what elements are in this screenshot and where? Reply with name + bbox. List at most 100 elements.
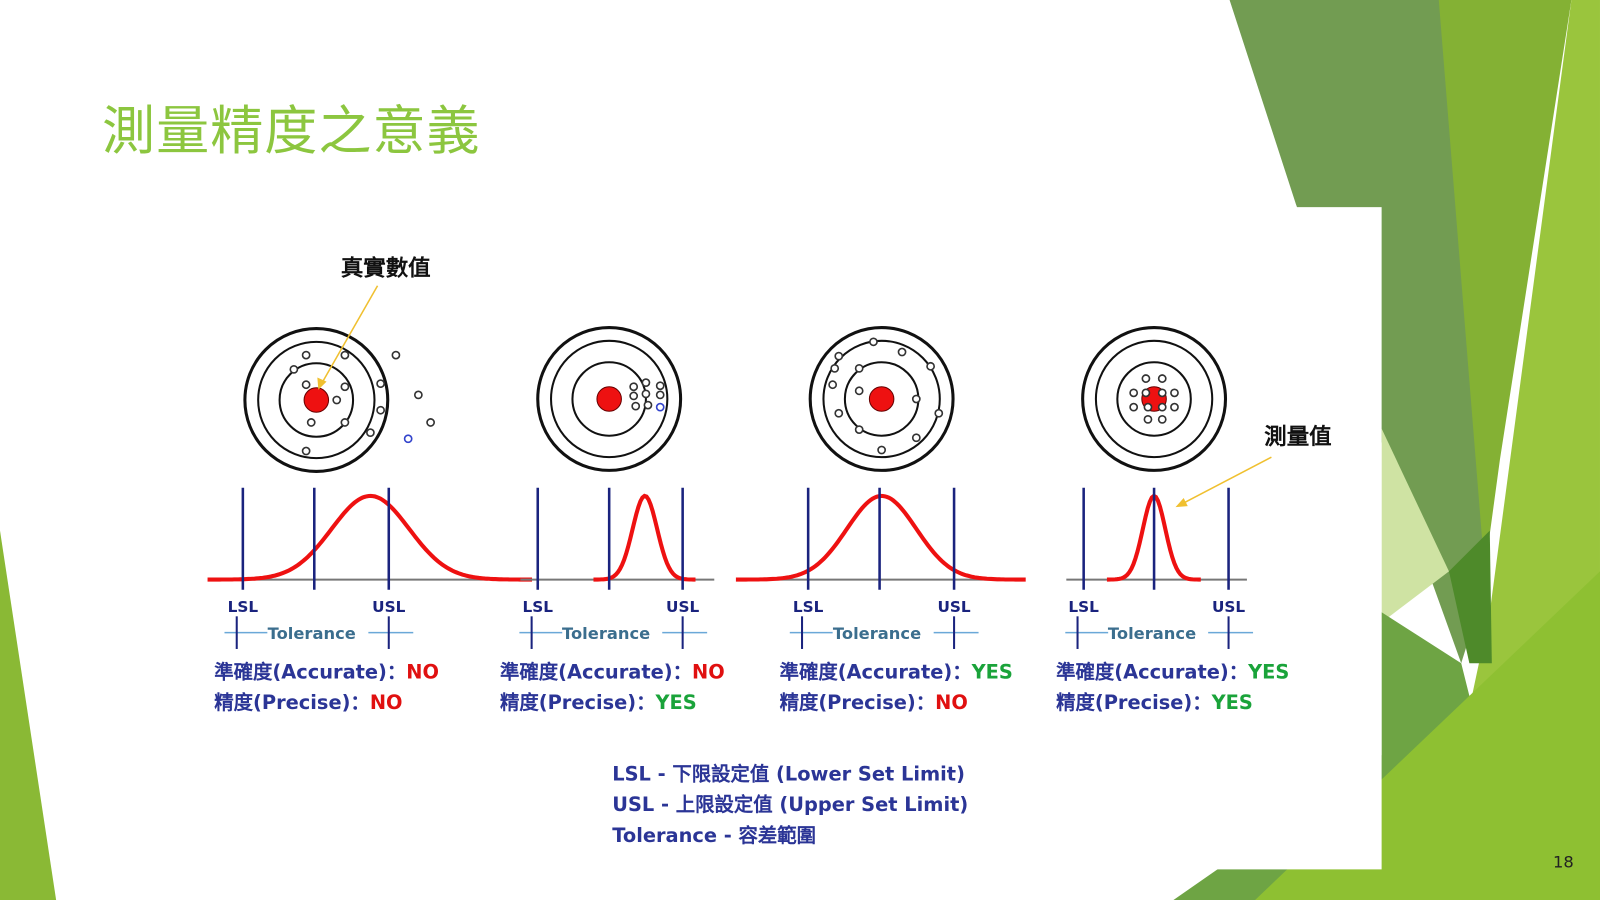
accurate-label: 準確度(Accurate)：	[780, 661, 972, 684]
shot-mark	[301, 380, 311, 390]
shot-mark	[911, 394, 921, 404]
lsl-label: LSL	[1068, 598, 1099, 616]
shot-mark	[1129, 388, 1139, 398]
shot-mark	[828, 380, 838, 390]
target-ring	[571, 361, 647, 437]
shot-mark	[643, 400, 653, 410]
bullseye	[596, 386, 622, 412]
shot-mark	[340, 418, 350, 427]
precise-label: 精度(Precise)：	[500, 691, 656, 714]
true-value-annotation: 真實數值	[341, 255, 431, 282]
shot-mark	[926, 361, 935, 371]
distribution-curve	[207, 493, 533, 582]
shot-mark	[934, 408, 944, 418]
shot-mark	[830, 363, 840, 373]
precise-verdict: 精度(Precise)：NO	[214, 691, 402, 714]
shot-mark	[301, 446, 311, 456]
annotation-arrow	[319, 285, 379, 387]
accurate-value: YES	[1247, 661, 1289, 684]
shot-mark	[413, 390, 423, 400]
accurate-value: NO	[406, 661, 439, 684]
accurate-verdict: 準確度(Accurate)：YES	[780, 661, 1013, 684]
shot-mark	[834, 351, 844, 361]
shot-mark	[1157, 414, 1167, 424]
accurate-value: YES	[971, 661, 1013, 684]
precise-verdict: 精度(Precise)：YES	[500, 691, 697, 714]
usl-label: USL	[666, 598, 699, 616]
target-ring	[549, 339, 669, 459]
shot-mark	[655, 381, 665, 391]
tolerance-label: Tolerance	[833, 624, 921, 643]
shot-mark	[854, 363, 864, 373]
page-number: 18	[1553, 852, 1574, 872]
accurate-verdict: 準確度(Accurate)：NO	[500, 661, 725, 684]
measured-value-annotation: 測量值	[1264, 423, 1331, 450]
shot-mark	[1129, 402, 1139, 412]
shot-mark	[631, 401, 641, 411]
precise-label: 精度(Precise)：	[1056, 691, 1212, 714]
shot-mark	[877, 445, 887, 455]
shot-mark	[1141, 374, 1151, 383]
shot-mark	[376, 379, 385, 389]
target-ring	[1094, 339, 1214, 459]
shot-mark	[426, 418, 435, 427]
target-ring	[1116, 361, 1192, 437]
annotation-arrow	[1181, 456, 1272, 505]
shot-mark	[1170, 402, 1179, 412]
precise-verdict: 精度(Precise)：YES	[1056, 691, 1253, 714]
accurate-verdict: 準確度(Accurate)：NO	[214, 661, 439, 684]
shot-mark	[1157, 388, 1167, 398]
lsl-label: LSL	[522, 598, 553, 616]
precise-verdict: 精度(Precise)：NO	[780, 691, 968, 714]
distribution-curve	[593, 493, 696, 582]
panel-2: 準確度(Accurate)：NO 精度(Precise)：YES	[500, 326, 725, 714]
accurate-label: 準確度(Accurate)：	[500, 661, 692, 684]
slide-title: 測量精度之意義	[102, 101, 481, 163]
lsl-label: LSL	[228, 598, 259, 616]
shot-mark	[869, 337, 878, 347]
shot-mark	[911, 433, 921, 443]
usl-label: USL	[937, 598, 970, 616]
precise-value: NO	[935, 691, 968, 714]
tolerance-label: Tolerance	[562, 624, 650, 643]
bullseye	[303, 387, 330, 413]
tolerance-label: Tolerance	[268, 624, 356, 643]
accurate-verdict: 準確度(Accurate)：YES	[1056, 661, 1289, 684]
shot-mark	[854, 425, 864, 434]
shot-mark	[1141, 388, 1151, 398]
shot-mark	[629, 382, 639, 392]
bullseye	[868, 386, 895, 412]
shot-mark	[391, 350, 401, 360]
shot-mark	[340, 350, 350, 360]
shot-mark	[332, 395, 342, 405]
shot-mark	[1157, 402, 1167, 412]
shot-mark	[655, 390, 665, 400]
legend-item: USL - 上限設定值 (Upper Set Limit)	[612, 793, 968, 816]
shot-mark	[1157, 374, 1167, 383]
shot-mark	[655, 402, 665, 412]
legend-item: Tolerance - 容差範圍	[612, 824, 816, 847]
shot-mark	[289, 364, 299, 374]
green-shape	[1448, 530, 1492, 664]
shot-mark	[629, 391, 639, 401]
tolerance-label: Tolerance	[1108, 624, 1196, 643]
green-shape	[1438, 0, 1572, 572]
shot-mark	[1143, 402, 1153, 412]
shot-mark	[641, 378, 651, 388]
figure-background	[204, 207, 1382, 870]
legend-item: LSL - 下限設定值 (Lower Set Limit)	[612, 763, 965, 786]
target-ring	[257, 340, 376, 460]
arrow-head-icon	[1175, 497, 1188, 508]
target-ring	[278, 362, 355, 438]
accurate-label: 準確度(Accurate)：	[214, 661, 406, 684]
green-shape	[1381, 428, 1449, 623]
lsl-label: LSL	[793, 598, 824, 616]
precise-value: NO	[370, 691, 403, 714]
precise-label: 精度(Precise)：	[780, 691, 936, 714]
usl-label: USL	[372, 598, 405, 616]
